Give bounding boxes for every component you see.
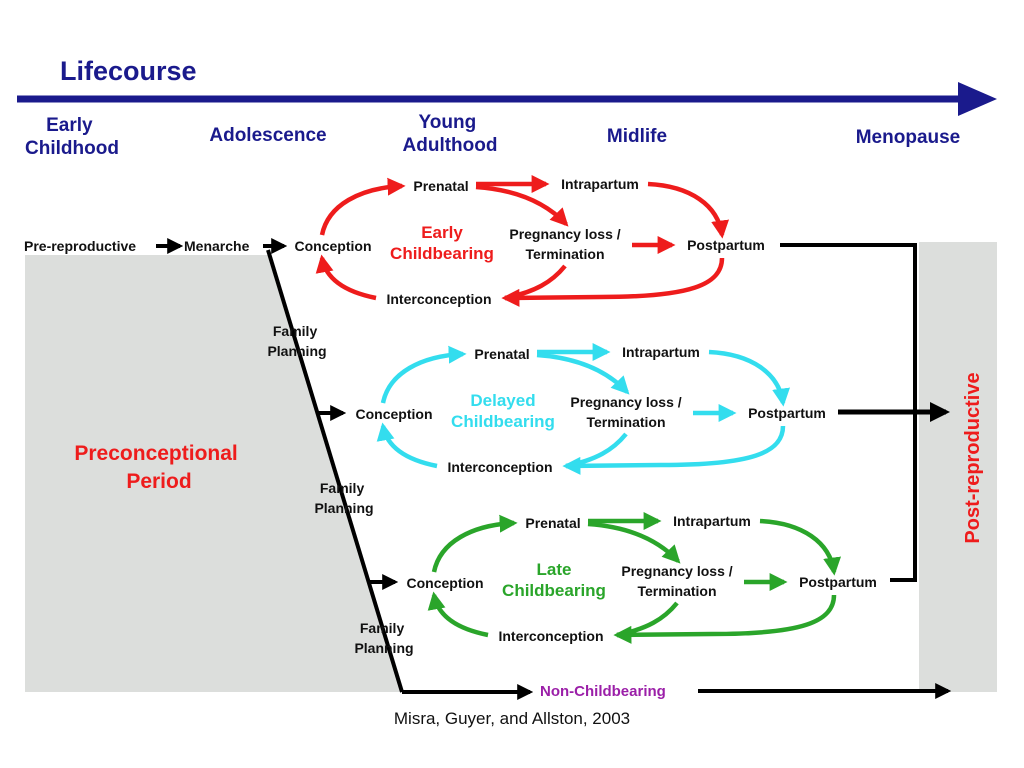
- early-postpartum: Postpartum: [687, 237, 765, 253]
- stage-early-childhood: Early Childhood: [25, 115, 119, 159]
- delayed-interconception: Interconception: [447, 459, 552, 475]
- delayed-intrapartum: Intrapartum: [622, 344, 700, 360]
- early-arrow-interconception-conception: [315, 254, 377, 301]
- early-pregnancy-loss: Pregnancy loss /: [509, 226, 620, 242]
- late-interconception: Interconception: [498, 628, 603, 644]
- delayed-pregnancy-loss: Pregnancy loss /: [570, 394, 681, 410]
- late-pregnancy-loss: Pregnancy loss /: [621, 563, 732, 579]
- delayed-label-line1: Delayed: [470, 391, 535, 410]
- label-post-reproductive: Post-reproductive: [962, 372, 984, 543]
- label-pre-reproductive: Pre-reproductive: [24, 238, 136, 254]
- stage-midlife: Midlife: [607, 126, 667, 147]
- label-menarche: Menarche: [184, 238, 250, 254]
- early-arrow-pregnancyloss-interconception: [504, 264, 567, 301]
- late-arrow-prenatal-pregnancyloss: [587, 521, 681, 564]
- early-arrow-postpartum-interconception: [501, 257, 725, 307]
- delayed-label-line2: Childbearing: [451, 412, 555, 431]
- late-termination: Termination: [637, 583, 716, 599]
- delayed-arrow-pregnancyloss-interconception: [565, 432, 628, 469]
- delayed-prenatal: Prenatal: [474, 346, 529, 362]
- delayed-postpartum: Postpartum: [748, 405, 826, 421]
- early-arrow-conception-prenatal: [319, 177, 406, 236]
- post-reproductive-panel: [919, 242, 997, 692]
- late-label-line2: Childbearing: [502, 581, 606, 600]
- family-planning-line: [266, 249, 404, 693]
- delayed-conception: Conception: [356, 406, 433, 422]
- late-arrow-intrapartum-postpartum: [759, 518, 842, 576]
- preconceptional-panel: [25, 255, 402, 692]
- late-intrapartum: Intrapartum: [673, 513, 751, 529]
- late-arrow-interconception-conception: [427, 591, 489, 638]
- early-intrapartum: Intrapartum: [561, 176, 639, 192]
- stage-young-adulthood: Young Adulthood: [403, 112, 498, 156]
- label-preconceptional-period: Preconceptional Period: [74, 442, 243, 493]
- delayed-arrow-prenatal-pregnancyloss: [536, 352, 630, 395]
- page-title: Lifecourse: [60, 56, 197, 86]
- delayed-arrow-interconception-conception: [376, 422, 438, 469]
- late-label-line1: Late: [537, 560, 572, 579]
- early-prenatal: Prenatal: [413, 178, 468, 194]
- late-conception: Conception: [407, 575, 484, 591]
- stage-menopause: Menopause: [856, 127, 961, 148]
- early-arrow-intrapartum-postpartum: [647, 181, 730, 239]
- delayed-arrow-intrapartum-postpartum: [708, 349, 791, 407]
- late-arrow-pregnancyloss-interconception: [616, 601, 679, 638]
- late-arrow-conception-prenatal: [431, 514, 518, 573]
- early-termination: Termination: [525, 246, 604, 262]
- late-arrow-postpartum-interconception: [613, 594, 837, 644]
- stage-adolescence: Adolescence: [209, 125, 326, 146]
- lifecourse-arrowhead: [958, 82, 997, 116]
- delayed-arrow-conception-prenatal: [380, 345, 467, 404]
- early-interconception: Interconception: [386, 291, 491, 307]
- early-label-line1: Early: [421, 223, 463, 242]
- family-planning-label-3: Family Planning: [354, 620, 413, 656]
- delayed-termination: Termination: [586, 414, 665, 430]
- late-prenatal: Prenatal: [525, 515, 580, 531]
- family-planning-label-1: Family Planning: [267, 323, 326, 359]
- family-planning-label-2: Family Planning: [314, 480, 373, 516]
- early-conception: Conception: [295, 238, 372, 254]
- early-arrow-prenatal-pregnancyloss: [475, 184, 569, 227]
- citation: Misra, Guyer, and Allston, 2003: [394, 709, 630, 728]
- label-non-childbearing: Non-Childbearing: [540, 683, 666, 700]
- late-postpartum: Postpartum: [799, 574, 877, 590]
- early-label-line2: Childbearing: [390, 244, 494, 263]
- delayed-arrow-postpartum-interconception: [562, 425, 786, 475]
